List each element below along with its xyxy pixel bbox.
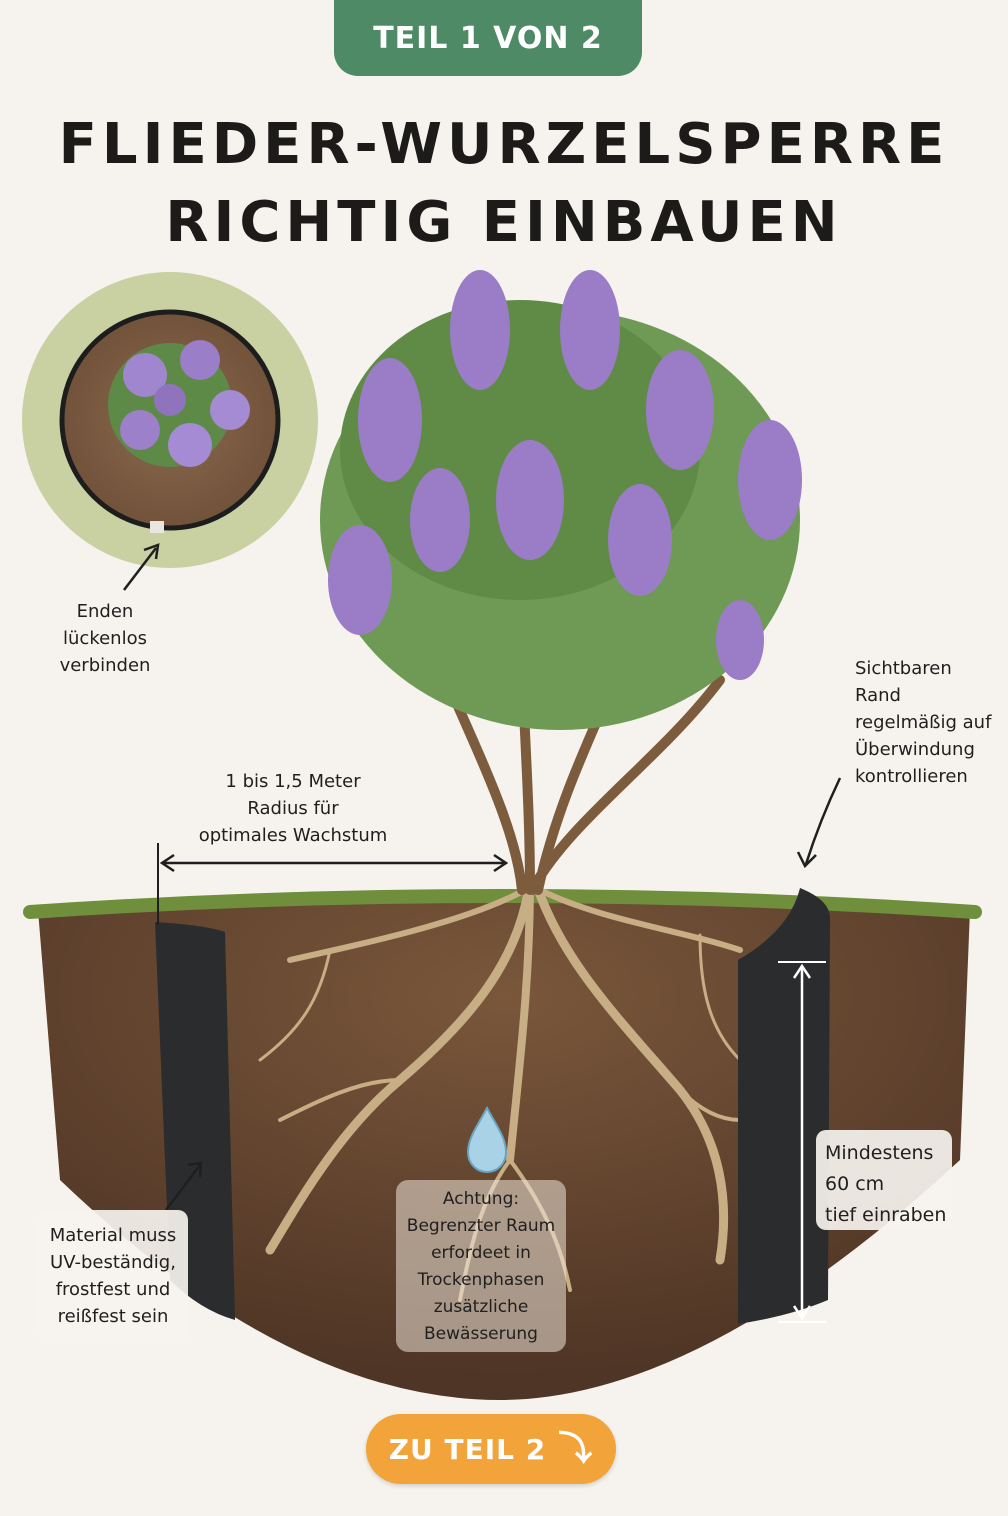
curved-arrow-down-icon: ⤵ <box>558 1429 594 1469</box>
top-view-inset <box>22 272 318 568</box>
page-title-line1: FLIEDER-WURZELSPERRE <box>58 112 950 177</box>
bush-top-view <box>108 340 250 467</box>
water-drop-icon <box>466 1105 508 1174</box>
barrier-wall-right <box>738 888 830 1324</box>
barrier-ring <box>59 309 281 531</box>
ends-arrow <box>123 547 157 591</box>
next-part-label: ZU TEIL 2 <box>388 1432 547 1466</box>
edge-arrow <box>804 777 842 865</box>
lilac-shrub <box>320 270 802 895</box>
barrier-joint <box>150 521 164 533</box>
page-title-line2: RICHTIG EINBAUEN <box>165 190 843 255</box>
material-arrow <box>165 1164 201 1211</box>
root-system <box>258 875 743 1302</box>
next-part-button[interactable]: ZU TEIL 2 ⤵ <box>366 1414 616 1484</box>
part-badge: TEIL 1 VON 2 <box>334 0 642 76</box>
